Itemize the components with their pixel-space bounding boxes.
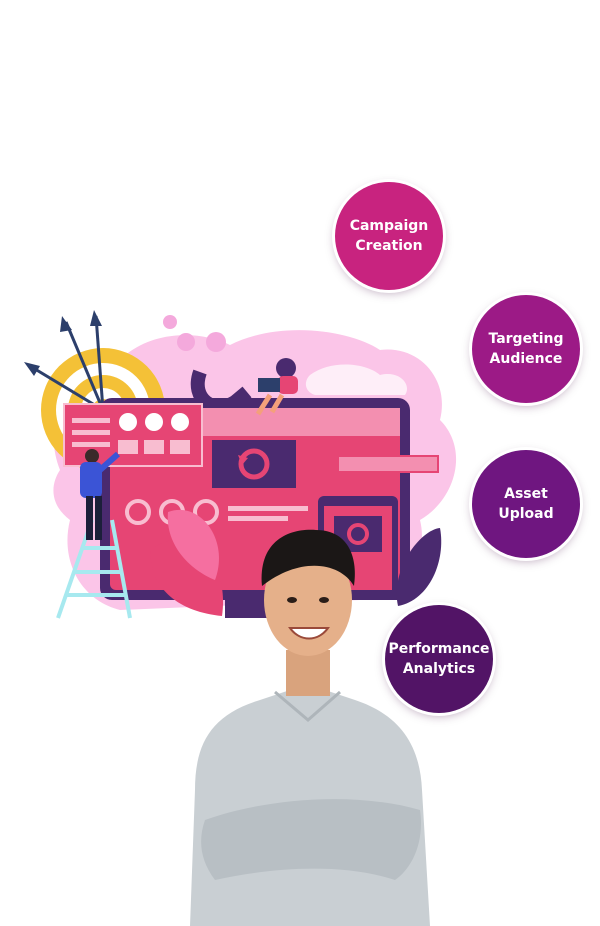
woman-figure xyxy=(255,358,298,416)
smiling-man-photo xyxy=(190,529,430,926)
refresh-icon xyxy=(238,448,270,480)
ladder-icon xyxy=(56,519,132,619)
dashboard-card xyxy=(63,403,203,467)
leaf-icon xyxy=(150,509,442,616)
campaign-creation-bubble: Campaign Creation xyxy=(335,182,443,290)
asset-upload-bubble: Asset Upload xyxy=(472,450,580,558)
targeting-audience-bubble: Targeting Audience xyxy=(472,295,580,403)
performance-analytics-bubble: Performance Analytics xyxy=(385,605,493,713)
search-bar-shape xyxy=(337,455,439,473)
worker-figure xyxy=(80,449,120,540)
